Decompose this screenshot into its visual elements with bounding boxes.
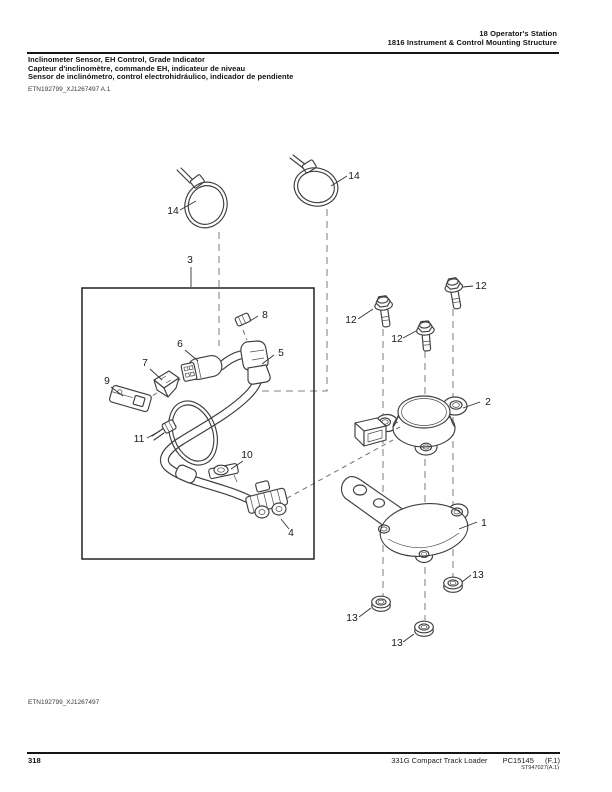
flange-bolt-left	[374, 295, 393, 328]
clip-9	[108, 385, 152, 413]
inclinometer-sensor	[354, 395, 468, 456]
footer-model: 331G Compact Track Loader	[391, 756, 488, 765]
mounting-bracket	[340, 475, 469, 564]
footer-catalog-number: PC15145	[502, 756, 534, 765]
callout-11: 11	[134, 434, 145, 445]
footer-publication-info: 331G Compact Track Loader PC15145 (F.1)	[391, 756, 560, 765]
connector-6	[180, 354, 223, 382]
title-french: Capteur d'inclinomètre, commande EH, ind…	[28, 63, 246, 73]
callout-13-right: 13	[472, 570, 484, 581]
harness-sleeve	[175, 464, 197, 484]
callout-5: 5	[278, 348, 284, 359]
callout-7: 7	[142, 358, 148, 369]
callout-12-middle: 12	[391, 334, 403, 345]
flange-nut-bottom	[414, 620, 434, 637]
footer-rule	[27, 752, 560, 754]
connector-7	[153, 370, 180, 398]
callout-6: 6	[177, 339, 183, 350]
screw-8	[234, 312, 251, 327]
callout-numbers: 14 14 3 8 5 6 7 9 11 10 4 12 12 12 2 1 1…	[104, 171, 491, 649]
callout-14-left: 14	[167, 206, 179, 217]
title-block: Inclinometer Sensor, EH Control, Grade I…	[28, 55, 294, 82]
callout-leader-lines	[110, 175, 481, 643]
figure-reference-top: ETN192799_XJ1267497 A.1	[28, 86, 111, 93]
harness-loop	[168, 400, 218, 466]
flange-bolt-middle	[416, 320, 435, 352]
title-spanish: Sensor de inclinómetro, control electroh…	[28, 72, 294, 82]
callout-13-bottom: 13	[391, 638, 403, 649]
flange-nut-right	[443, 576, 463, 593]
footer-revision: (F.1)	[545, 756, 560, 765]
callout-12-right: 12	[475, 281, 487, 292]
callout-8: 8	[262, 310, 268, 321]
callout-14-right: 14	[348, 171, 360, 182]
page-number: 318	[28, 756, 41, 765]
cable-tie-left	[176, 167, 228, 229]
header-section-block: 18 Operator's Station 1816 Instrument & …	[388, 29, 557, 47]
clip-11	[151, 419, 177, 441]
flange-bolt-right	[444, 277, 464, 310]
connector-4	[245, 480, 289, 519]
callout-2: 2	[485, 397, 491, 408]
flange-nut-left	[371, 595, 391, 612]
ring-terminal-10	[208, 463, 239, 483]
callout-1: 1	[481, 518, 487, 529]
header-subsection-title: 1816 Instrument & Control Mounting Struc…	[387, 38, 557, 47]
clamp-5	[240, 340, 271, 385]
header-section-title: 18 Operator's Station	[479, 29, 557, 38]
callout-4: 4	[288, 528, 294, 539]
harness-detail-box	[81, 287, 315, 560]
callout-12-left: 12	[345, 315, 357, 326]
title-english: Inclinometer Sensor, EH Control, Grade I…	[28, 55, 206, 64]
wiring-harness-assembly	[108, 312, 289, 519]
footer-sub-reference: ST947027(A.1)	[521, 765, 559, 771]
figure-reference-bottom: ETN192799_XJ1267497	[28, 699, 100, 706]
header-rule	[27, 52, 559, 54]
callout-10: 10	[241, 450, 253, 461]
callout-3: 3	[187, 255, 193, 266]
cable-tie-right	[289, 154, 339, 207]
callout-13-left: 13	[346, 613, 358, 624]
callout-9: 9	[104, 376, 110, 387]
